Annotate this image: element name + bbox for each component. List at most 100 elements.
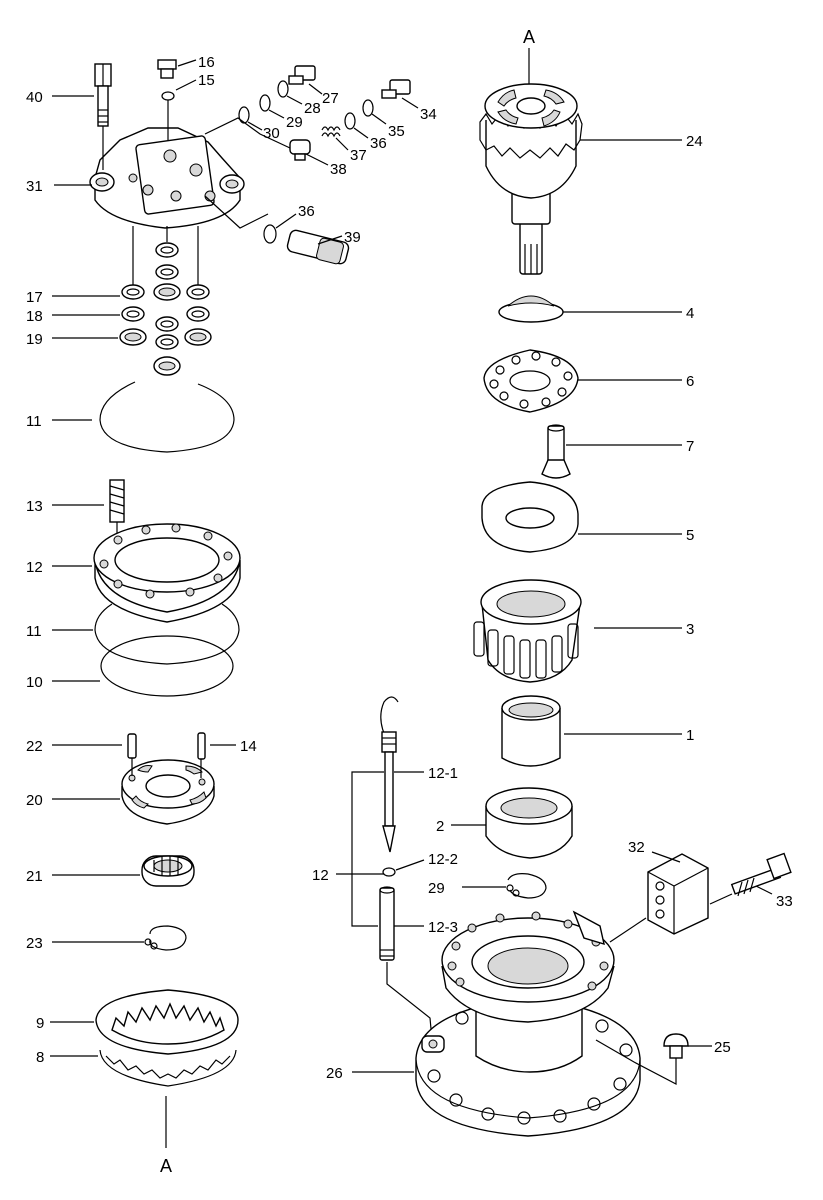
label-36a: 36 bbox=[370, 135, 387, 152]
leader-15 bbox=[175, 79, 197, 91]
part-5-swash-plate bbox=[481, 481, 579, 553]
part-10-oring bbox=[100, 635, 234, 697]
leader-29a bbox=[268, 109, 285, 119]
seal-stack bbox=[119, 242, 212, 376]
label-24: 24 bbox=[686, 133, 703, 150]
leader-27 bbox=[308, 83, 323, 95]
label-23: 23 bbox=[26, 935, 43, 952]
part-16-plug bbox=[157, 59, 177, 79]
label-17: 17 bbox=[26, 289, 43, 306]
label-1: 1 bbox=[686, 727, 694, 744]
part-26-housing bbox=[415, 910, 641, 1137]
label-18: 18 bbox=[26, 308, 43, 325]
label-4: 4 bbox=[686, 305, 694, 322]
label-9: 9 bbox=[36, 1015, 44, 1032]
part-24-cylinder-shaft bbox=[479, 83, 583, 275]
part-34-plug bbox=[381, 79, 411, 99]
part-39-spool bbox=[286, 229, 350, 265]
label-21: 21 bbox=[26, 868, 43, 885]
label-40: 40 bbox=[26, 89, 43, 106]
part-25-plug bbox=[663, 1033, 689, 1059]
part-8-separator-plate bbox=[99, 1049, 237, 1087]
label-29b: 29 bbox=[428, 880, 445, 897]
part-11-oring-upper bbox=[99, 381, 235, 453]
label-20: 20 bbox=[26, 792, 43, 809]
label-2: 2 bbox=[436, 818, 444, 835]
part-1-bushing bbox=[501, 695, 561, 767]
label-38: 38 bbox=[330, 161, 347, 178]
part-13-spring bbox=[109, 479, 125, 523]
label-A-bottom: A bbox=[160, 1156, 172, 1176]
label-12-2: 12-2 bbox=[428, 851, 458, 868]
label-26: 26 bbox=[326, 1065, 343, 1082]
part-30-oring bbox=[238, 106, 250, 124]
part-22-pin bbox=[127, 733, 137, 759]
label-14: 14 bbox=[240, 738, 257, 755]
leader-30 bbox=[247, 121, 263, 131]
label-11a: 11 bbox=[26, 413, 42, 430]
part-29-snap-ring bbox=[506, 873, 547, 899]
part-6-retainer-plate bbox=[483, 349, 579, 413]
part-4-ball-guide bbox=[498, 295, 564, 323]
leader-38-axis bbox=[204, 117, 291, 149]
guide-25 bbox=[595, 1039, 677, 1085]
leader-16 bbox=[177, 59, 197, 67]
guide-12-3 bbox=[386, 962, 433, 1041]
leader-35 bbox=[371, 113, 387, 125]
part-11-oring-lower bbox=[94, 603, 240, 665]
leader-39-axis bbox=[204, 195, 269, 229]
leader-36b bbox=[275, 213, 297, 229]
label-11b: 11 bbox=[26, 623, 42, 640]
label-35: 35 bbox=[388, 123, 405, 140]
part-36-oring bbox=[344, 112, 356, 130]
guide-33 bbox=[709, 893, 733, 905]
label-19: 19 bbox=[26, 331, 43, 348]
leader-34 bbox=[401, 97, 419, 109]
label-27: 27 bbox=[322, 90, 339, 107]
part-23-snap-ring bbox=[144, 925, 187, 951]
part-37-spring bbox=[321, 126, 341, 138]
part-27-plug bbox=[288, 65, 316, 85]
label-6: 6 bbox=[686, 373, 694, 390]
label-16: 16 bbox=[198, 54, 215, 71]
label-39: 39 bbox=[344, 229, 361, 246]
label-28: 28 bbox=[304, 100, 321, 117]
part-12-1-dipstick bbox=[380, 696, 399, 853]
label-12a: 12 bbox=[26, 559, 43, 576]
part-12-ring-flange bbox=[93, 523, 241, 623]
part-14-pin bbox=[197, 732, 206, 760]
part-12-3-tube bbox=[379, 886, 395, 961]
part-35-oring bbox=[362, 99, 374, 117]
label-33: 33 bbox=[776, 893, 793, 910]
part-29-oring bbox=[259, 94, 271, 112]
label-12-1: 12-1 bbox=[428, 765, 458, 782]
label-15: 15 bbox=[198, 72, 215, 89]
part-32-block bbox=[647, 853, 709, 935]
label-32: 32 bbox=[628, 839, 645, 856]
label-22: 22 bbox=[26, 738, 43, 755]
part-31-valve-body bbox=[89, 127, 245, 229]
label-7: 7 bbox=[686, 438, 694, 455]
part-7-piston bbox=[541, 424, 571, 479]
part-15-oring bbox=[161, 91, 175, 101]
part-3-roller-bearing bbox=[473, 579, 582, 683]
label-12-3: 12-3 bbox=[428, 919, 458, 936]
label-3: 3 bbox=[686, 621, 694, 638]
part-40-bolt bbox=[94, 63, 112, 127]
label-36b: 36 bbox=[298, 203, 315, 220]
leader-33 bbox=[755, 885, 773, 895]
label-25: 25 bbox=[714, 1039, 731, 1056]
part-28-oring bbox=[277, 80, 289, 98]
leader-28 bbox=[286, 95, 303, 105]
part-33-bolt bbox=[730, 852, 792, 897]
guide-32 bbox=[609, 917, 647, 943]
label-5: 5 bbox=[686, 527, 694, 544]
label-29a: 29 bbox=[286, 114, 303, 131]
part-38-poppet bbox=[289, 139, 311, 161]
label-30: 30 bbox=[263, 125, 280, 142]
label-13: 13 bbox=[26, 498, 43, 515]
label-31: 31 bbox=[26, 178, 43, 195]
label-12b: 12 bbox=[312, 867, 329, 884]
leader-32 bbox=[651, 851, 681, 863]
